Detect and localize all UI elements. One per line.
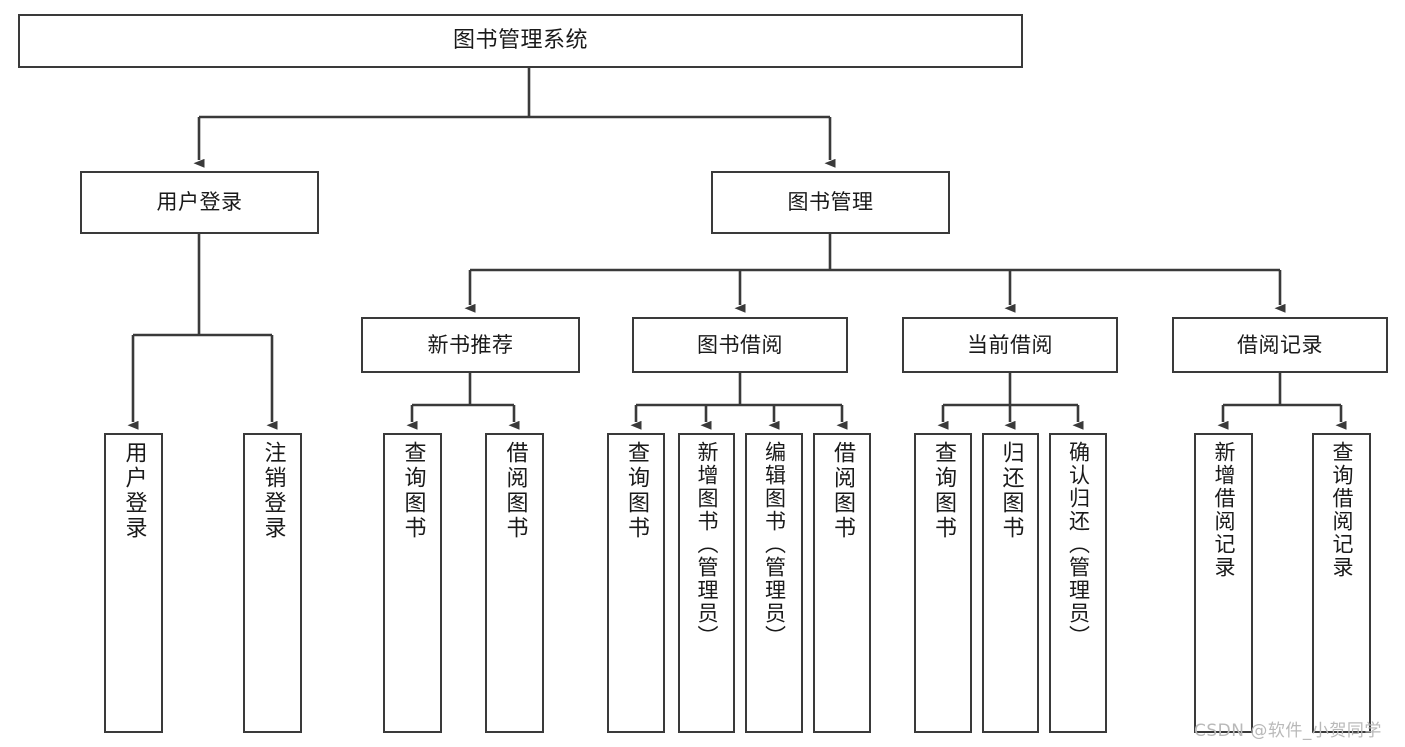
node-root-system[interactable]: 图书管理系统 (18, 14, 1023, 68)
node-label: 注销登录 (260, 441, 286, 541)
csdn-watermark: CSDN @软件_小贺同学 (1194, 721, 1382, 741)
leaf-edit-book[interactable]: 编辑图书（管理员） (745, 433, 803, 733)
node-book-management[interactable]: 图书管理 (711, 171, 950, 234)
node-new-book-recommend[interactable]: 新书推荐 (361, 317, 580, 373)
leaf-query-book-current[interactable]: 查询图书 (914, 433, 972, 733)
node-label: 查询图书 (624, 441, 649, 541)
leaf-borrow-book-borrow[interactable]: 借阅图书 (813, 433, 871, 733)
node-book-borrow[interactable]: 图书借阅 (632, 317, 848, 373)
leaf-user-login[interactable]: 用户登录 (104, 433, 163, 733)
node-borrow-record[interactable]: 借阅记录 (1172, 317, 1388, 373)
leaf-query-borrow-record[interactable]: 查询借阅记录 (1312, 433, 1371, 733)
node-label: 查询图书 (400, 441, 426, 541)
node-label: 归还图书 (998, 441, 1024, 541)
node-label: 查询借阅记录 (1330, 441, 1354, 579)
leaf-borrow-book-recommend[interactable]: 借阅图书 (485, 433, 544, 733)
leaf-query-book-recommend[interactable]: 查询图书 (383, 433, 442, 733)
leaf-add-book[interactable]: 新增图书（管理员） (678, 433, 735, 733)
node-label: 借阅图书 (502, 441, 528, 541)
node-label: 用户登录 (156, 190, 243, 215)
node-label: 查询图书 (931, 441, 956, 541)
leaf-confirm-return[interactable]: 确认归还（管理员） (1049, 433, 1107, 733)
node-label: 用户登录 (121, 441, 147, 541)
leaf-add-borrow-record[interactable]: 新增借阅记录 (1194, 433, 1253, 733)
node-label: 借阅记录 (1237, 332, 1323, 357)
node-current-borrow[interactable]: 当前借阅 (902, 317, 1118, 373)
node-label: 图书管理 (787, 190, 874, 215)
node-label: 确认归还（管理员） (1066, 441, 1091, 648)
node-label: 图书借阅 (697, 332, 783, 357)
node-label: 当前借阅 (967, 332, 1053, 357)
leaf-return-book[interactable]: 归还图书 (982, 433, 1039, 733)
node-label: 编辑图书（管理员） (762, 441, 787, 648)
node-user-login[interactable]: 用户登录 (80, 171, 319, 234)
node-label: 新书推荐 (427, 332, 514, 357)
leaf-query-book-borrow[interactable]: 查询图书 (607, 433, 665, 733)
leaf-logout-login[interactable]: 注销登录 (243, 433, 302, 733)
node-label: 新增借阅记录 (1212, 441, 1236, 579)
node-label: 新增图书（管理员） (695, 441, 719, 648)
node-label: 图书管理系统 (452, 28, 588, 54)
node-label: 借阅图书 (830, 441, 855, 541)
